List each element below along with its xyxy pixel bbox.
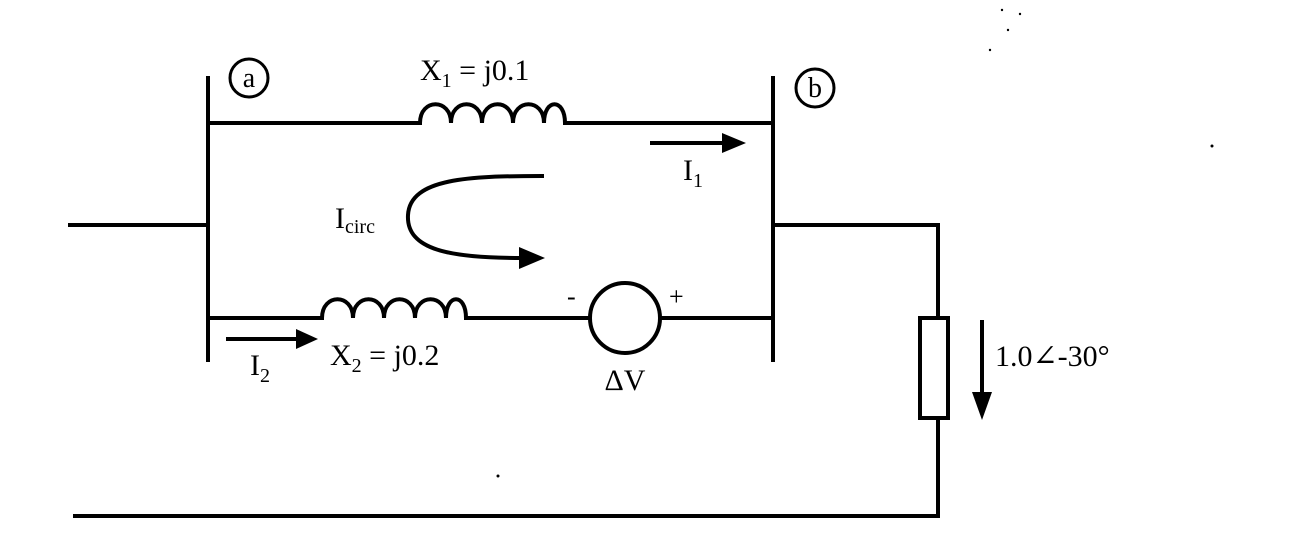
load-return-wire: [73, 416, 940, 518]
circulating-current-arrow: [405, 173, 545, 269]
i1-label: I1: [683, 154, 703, 192]
node-b-label: b: [808, 73, 822, 104]
inductor-x1: [417, 102, 568, 126]
current-i2-arrow: [226, 329, 318, 349]
icirc-label: Icirc: [335, 202, 375, 238]
voltage-source-delta-v: [588, 281, 662, 355]
source-plus-sign: +: [669, 282, 684, 311]
node-a-marker: a: [228, 57, 270, 99]
scan-specks: [496, 8, 1214, 478]
node-b-marker: b: [794, 67, 836, 109]
x1-label: X1 = j0.1: [420, 54, 529, 92]
load-current-arrow: [972, 320, 992, 420]
node-a-label: a: [243, 63, 256, 94]
output-wire: [771, 223, 940, 320]
x2-label: X2 = j0.2: [330, 339, 439, 377]
inductor-x2: [319, 297, 469, 321]
delta-v-label: ΔV: [605, 364, 646, 397]
load-impedance: [918, 316, 950, 420]
i2-label: I2: [250, 349, 270, 387]
source-minus-sign: -: [567, 282, 576, 311]
load-label: 1.0∠-30°: [995, 340, 1110, 373]
current-i1-arrow: [650, 133, 746, 153]
